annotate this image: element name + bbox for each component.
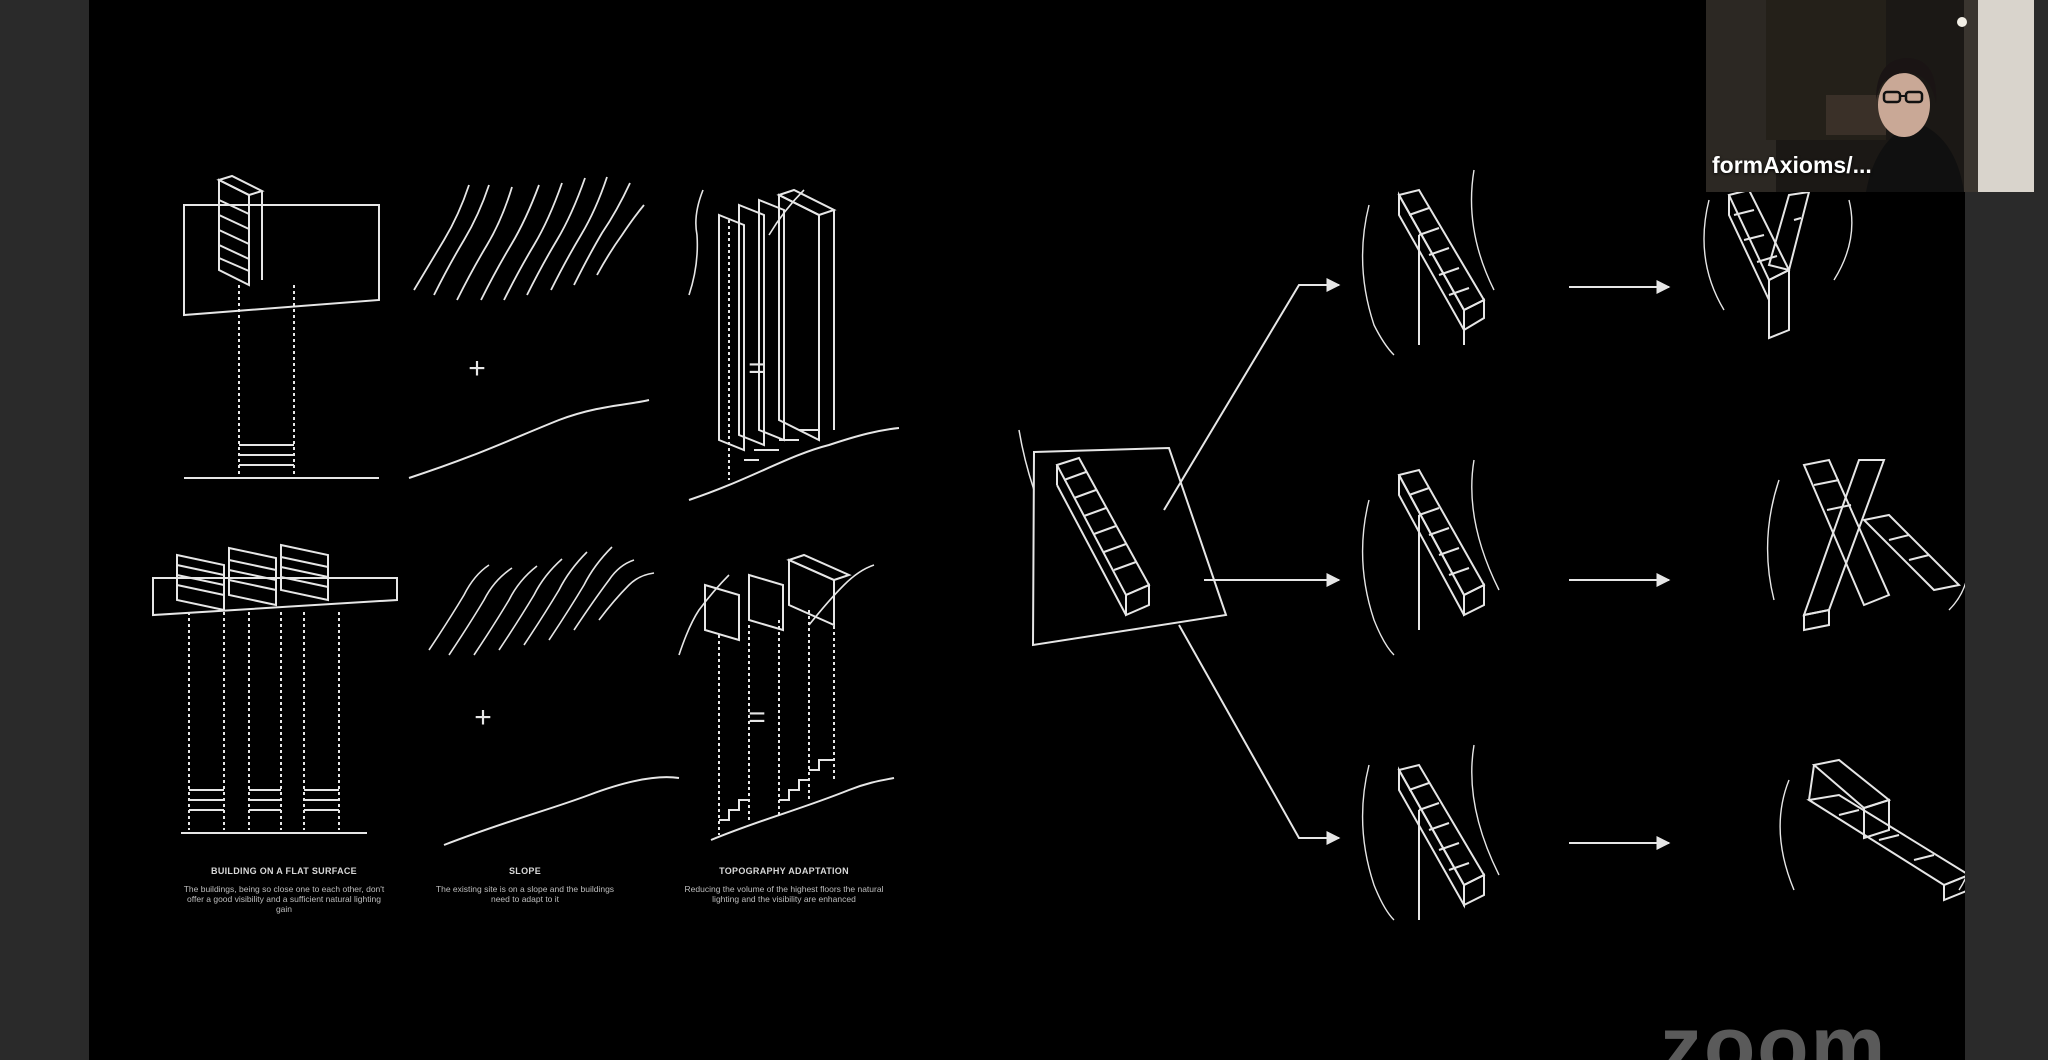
caption-description: Reducing the volume of the highest floor… [684, 884, 884, 904]
site-plan-origin [1018, 429, 1228, 647]
caption-title: SLOPE [508, 866, 541, 876]
option-2-result [1766, 458, 1965, 632]
caption-description: The existing site is on a slope and the … [435, 884, 615, 904]
topography-adaptation-bottom [678, 553, 895, 841]
contour-lines-bottom [428, 546, 655, 656]
caption-title: BUILDING ON A FLAT SURFACE [211, 866, 357, 876]
caption-title: TOPOGRAPHY ADAPTATION [719, 866, 849, 876]
option-1-result [1703, 188, 1853, 340]
zoom-logo: zoom [1660, 999, 1888, 1060]
flat-building-group [152, 543, 398, 834]
shared-screen-slide: + = + = BUILDING ON A FLAT SURFACE The b… [89, 0, 1965, 1060]
caption-description: The buildings, being so close one to eac… [183, 884, 385, 914]
option-2-initial [1361, 459, 1500, 656]
flat-building-single [183, 174, 380, 479]
option-1-initial [1361, 169, 1495, 356]
option-3-initial [1361, 744, 1500, 921]
participant-video-tile[interactable]: formAxioms/... [1706, 0, 2034, 192]
slope-line-bottom [443, 776, 680, 846]
contour-lines-top [413, 176, 645, 301]
plus-operator-top: + [468, 352, 486, 385]
topography-adaptation-top [688, 188, 900, 501]
equals-operator-bottom: = [748, 701, 766, 734]
slope-line-top [408, 399, 650, 479]
option-3-result [1779, 758, 1965, 902]
caption-topography-adaptation: TOPOGRAPHY ADAPTATION Reducing the volum… [684, 866, 884, 904]
participant-video-frame [1706, 0, 2034, 192]
caption-flat-surface: BUILDING ON A FLAT SURFACE The buildings… [179, 866, 389, 914]
plus-operator-bottom: + [474, 701, 492, 734]
slide-diagram: + = + = [152, 169, 1965, 921]
participant-name-label: formAxioms/... [1712, 152, 1872, 178]
option-arrows [1163, 278, 1671, 850]
caption-slope: SLOPE The existing site is on a slope an… [427, 866, 623, 904]
equals-operator-top: = [748, 352, 766, 385]
